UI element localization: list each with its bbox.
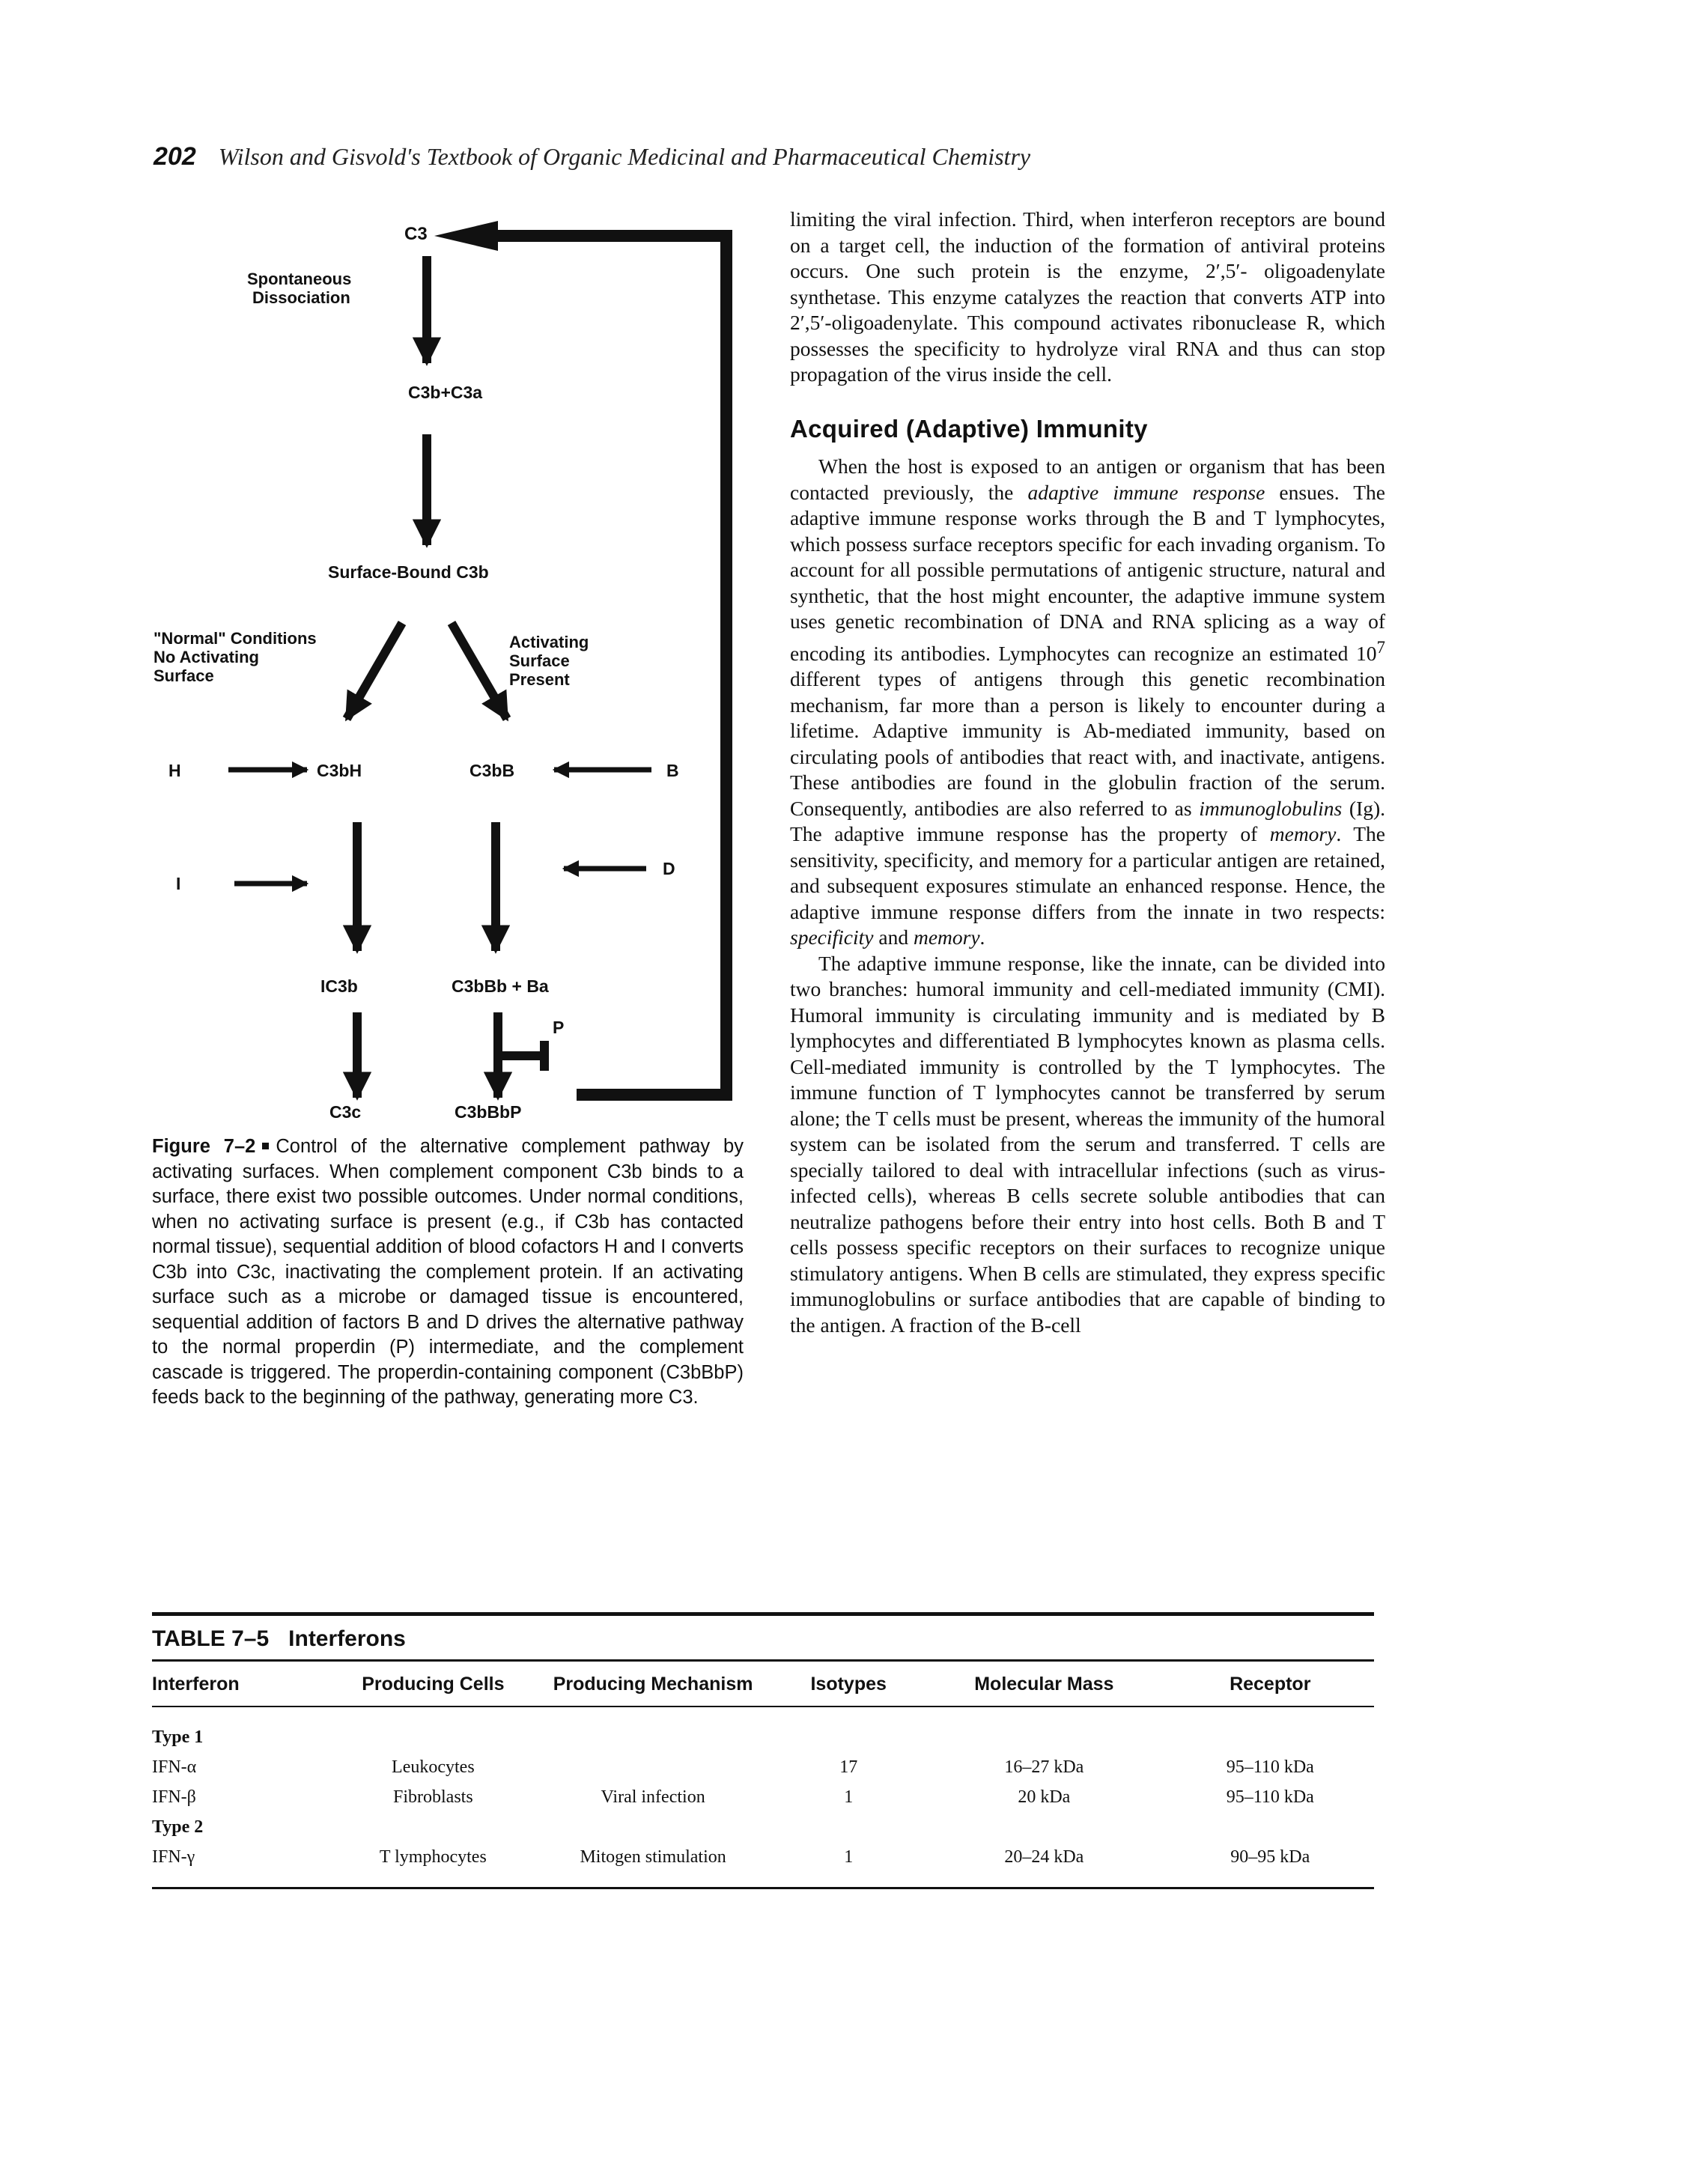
group-type-2: Type 2 bbox=[152, 1817, 204, 1837]
table-title-text: Interferons bbox=[288, 1626, 406, 1651]
label-surface-bound-c3b: Surface-Bound C3b bbox=[328, 562, 489, 582]
label-c3: C3 bbox=[404, 224, 428, 244]
col-isotypes: Isotypes bbox=[810, 1674, 887, 1695]
label-dissociation: Dissociation bbox=[252, 288, 350, 307]
page-header: 202 Wilson and Gisvold's Textbook of Orga… bbox=[154, 142, 1576, 180]
label-activating: Activating bbox=[509, 633, 589, 651]
label-c3bbbp: C3bBbP bbox=[455, 1102, 521, 1122]
label-d: D bbox=[663, 859, 675, 878]
label-ic3b: IC3b bbox=[320, 976, 358, 996]
right-column: limiting the viral infection. Third, whe… bbox=[790, 207, 1385, 1338]
figure-label: Figure 7–2 bbox=[152, 1136, 256, 1157]
table-bottom-rule bbox=[152, 1887, 1374, 1889]
label-c3bh: C3bH bbox=[317, 761, 362, 780]
table-title: TABLE 7–5 Interferons bbox=[152, 1616, 1374, 1659]
label-c3c: C3c bbox=[329, 1102, 361, 1122]
section-heading: Acquired (Adaptive) Immunity bbox=[790, 414, 1148, 443]
pathway-diagram: C3 Spontaneous Dissociation C3b+C3a Surf… bbox=[154, 221, 732, 1122]
table-row: IFN-α Leukocytes 17 16–27 kDa 95–110 kDa bbox=[152, 1757, 1314, 1777]
label-c3bb: C3bB bbox=[469, 761, 514, 780]
label-c3bbb-ba: C3bBb + Ba bbox=[452, 976, 549, 996]
label-p: P bbox=[553, 1018, 564, 1037]
table-number: TABLE 7–5 bbox=[152, 1626, 270, 1651]
figure-diagram: C3 Spontaneous Dissociation C3b+C3a Surf… bbox=[146, 210, 768, 1131]
label-i: I bbox=[176, 874, 180, 893]
label-no-activating: No Activating bbox=[154, 648, 259, 666]
label-spontaneous: Spontaneous bbox=[247, 270, 351, 288]
interferons-table: TABLE 7–5 Interferons Interferon Producin… bbox=[152, 1612, 1374, 1889]
interferons-body-table: Type 1 IFN-α Leukocytes 17 16–27 kDa 95–… bbox=[152, 1707, 1374, 1887]
arrow-to-activating-branch bbox=[447, 620, 511, 722]
paragraph-adaptive-response: When the host is exposed to an antigen o… bbox=[790, 455, 1385, 949]
page-number: 202 bbox=[154, 142, 196, 171]
paragraph-humoral-cmi: The adaptive immune response, like the i… bbox=[790, 951, 1385, 1337]
feedback-arrowhead bbox=[434, 221, 498, 251]
caption-bullet bbox=[262, 1143, 270, 1149]
table-header-row: Interferon Producing Cells Producing Mec… bbox=[152, 1662, 1374, 1706]
col-interferon: Interferon bbox=[152, 1674, 240, 1695]
label-h: H bbox=[168, 761, 181, 780]
label-present: Present bbox=[509, 670, 570, 689]
col-molecular-mass: Molecular Mass bbox=[974, 1674, 1114, 1695]
label-c3b-c3a: C3b+C3a bbox=[408, 383, 482, 402]
figure-caption-text: Control of the alternative complement pa… bbox=[152, 1136, 744, 1408]
table-top-rule bbox=[152, 1612, 1374, 1616]
feedback-loop-line bbox=[492, 230, 732, 1101]
label-surface-normal: Surface bbox=[154, 666, 214, 685]
group-type-1: Type 1 bbox=[152, 1727, 204, 1747]
interferons-data-table: Interferon Producing Cells Producing Mec… bbox=[152, 1662, 1374, 1706]
running-title: Wilson and Gisvold's Textbook of Organic… bbox=[218, 143, 1031, 170]
label-b: B bbox=[666, 761, 679, 780]
col-producing-mechanism: Producing Mechanism bbox=[553, 1674, 753, 1695]
label-surface-activating: Surface bbox=[509, 651, 570, 670]
table-row: IFN-β Fibroblasts Viral infection 1 20 k… bbox=[152, 1787, 1314, 1807]
arrow-to-normal-branch bbox=[342, 620, 407, 722]
table-body-rule bbox=[152, 1706, 1374, 1707]
table-row: IFN-γ T lymphocytes Mitogen stimulation … bbox=[152, 1847, 1310, 1867]
label-normal-conditions: "Normal" Conditions bbox=[154, 629, 317, 648]
table-group-row: Type 1 bbox=[152, 1722, 1374, 1752]
table-group-row: Type 2 bbox=[152, 1812, 1374, 1842]
col-producing-cells: Producing Cells bbox=[362, 1674, 505, 1695]
col-receptor: Receptor bbox=[1230, 1674, 1311, 1695]
table-header-rule bbox=[152, 1659, 1374, 1662]
paragraph-interferon-continued: limiting the viral infection. Third, whe… bbox=[790, 207, 1385, 386]
